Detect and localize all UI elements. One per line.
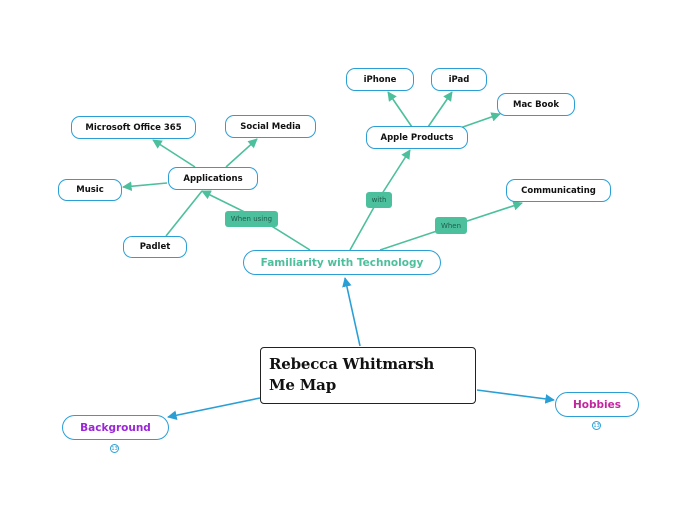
link-central-familiarity xyxy=(342,277,361,347)
subtopic-applications[interactable]: Applications xyxy=(168,167,258,190)
relation-label-when[interactable]: When xyxy=(435,217,467,234)
topic-familiarity-with-technology[interactable]: Familiarity with Technology xyxy=(243,250,441,275)
link-applications-microsoft xyxy=(152,139,196,168)
subtopic-social-media[interactable]: Social Media xyxy=(225,115,316,138)
link-apple-ipad xyxy=(427,91,453,128)
central-title-line1: Rebecca Whitmarsh xyxy=(269,355,435,373)
subtopic-iphone[interactable]: iPhone xyxy=(346,68,414,91)
subtopic-padlet[interactable]: Padlet xyxy=(123,236,187,258)
link-central-hobbies xyxy=(476,389,555,404)
link-applications-music xyxy=(122,181,168,191)
subtopic-apple-products[interactable]: Apple Products xyxy=(366,126,468,149)
link-applications-social xyxy=(225,138,258,168)
central-topic[interactable]: Rebecca Whitmarsh Me Map xyxy=(260,347,476,404)
link-apple-macbook xyxy=(459,112,501,129)
subtopic-communicating[interactable]: Communicating xyxy=(506,179,611,202)
subtopic-music[interactable]: Music xyxy=(58,179,122,201)
link-apple-iphone xyxy=(387,91,413,128)
topic-background[interactable]: Background xyxy=(62,415,169,440)
background-collapse-toggle[interactable]: 13 xyxy=(110,444,119,453)
link-central-background xyxy=(167,397,261,420)
relation-label-with[interactable]: with xyxy=(366,192,392,208)
subtopic-ipad[interactable]: iPad xyxy=(431,68,487,91)
relation-label-when-using[interactable]: When using xyxy=(225,211,278,227)
link-applications-padlet xyxy=(165,190,203,237)
subtopic-microsoft-office-365[interactable]: Microsoft Office 365 xyxy=(71,116,196,139)
hobbies-collapse-toggle[interactable]: 13 xyxy=(592,421,601,430)
central-title-line2: Me Map xyxy=(269,376,336,394)
subtopic-mac-book[interactable]: Mac Book xyxy=(497,93,575,116)
topic-hobbies[interactable]: Hobbies xyxy=(555,392,639,417)
